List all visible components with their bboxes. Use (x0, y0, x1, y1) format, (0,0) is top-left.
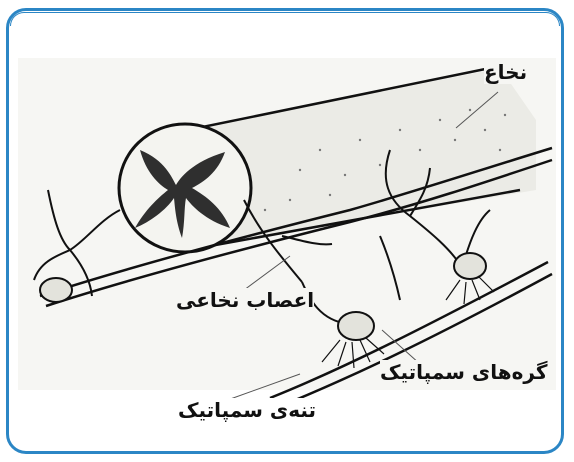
label-sympathetic-trunk: تنه‌ی سمپاتیک (178, 398, 316, 422)
label-spinal-nerves: اعصاب نخاعی (176, 288, 314, 312)
label-sympathetic-ganglia: گره‌های سمپاتیک (380, 360, 547, 384)
cord-cross-section (119, 124, 251, 252)
label-spinal-cord: نخاع (484, 60, 527, 84)
